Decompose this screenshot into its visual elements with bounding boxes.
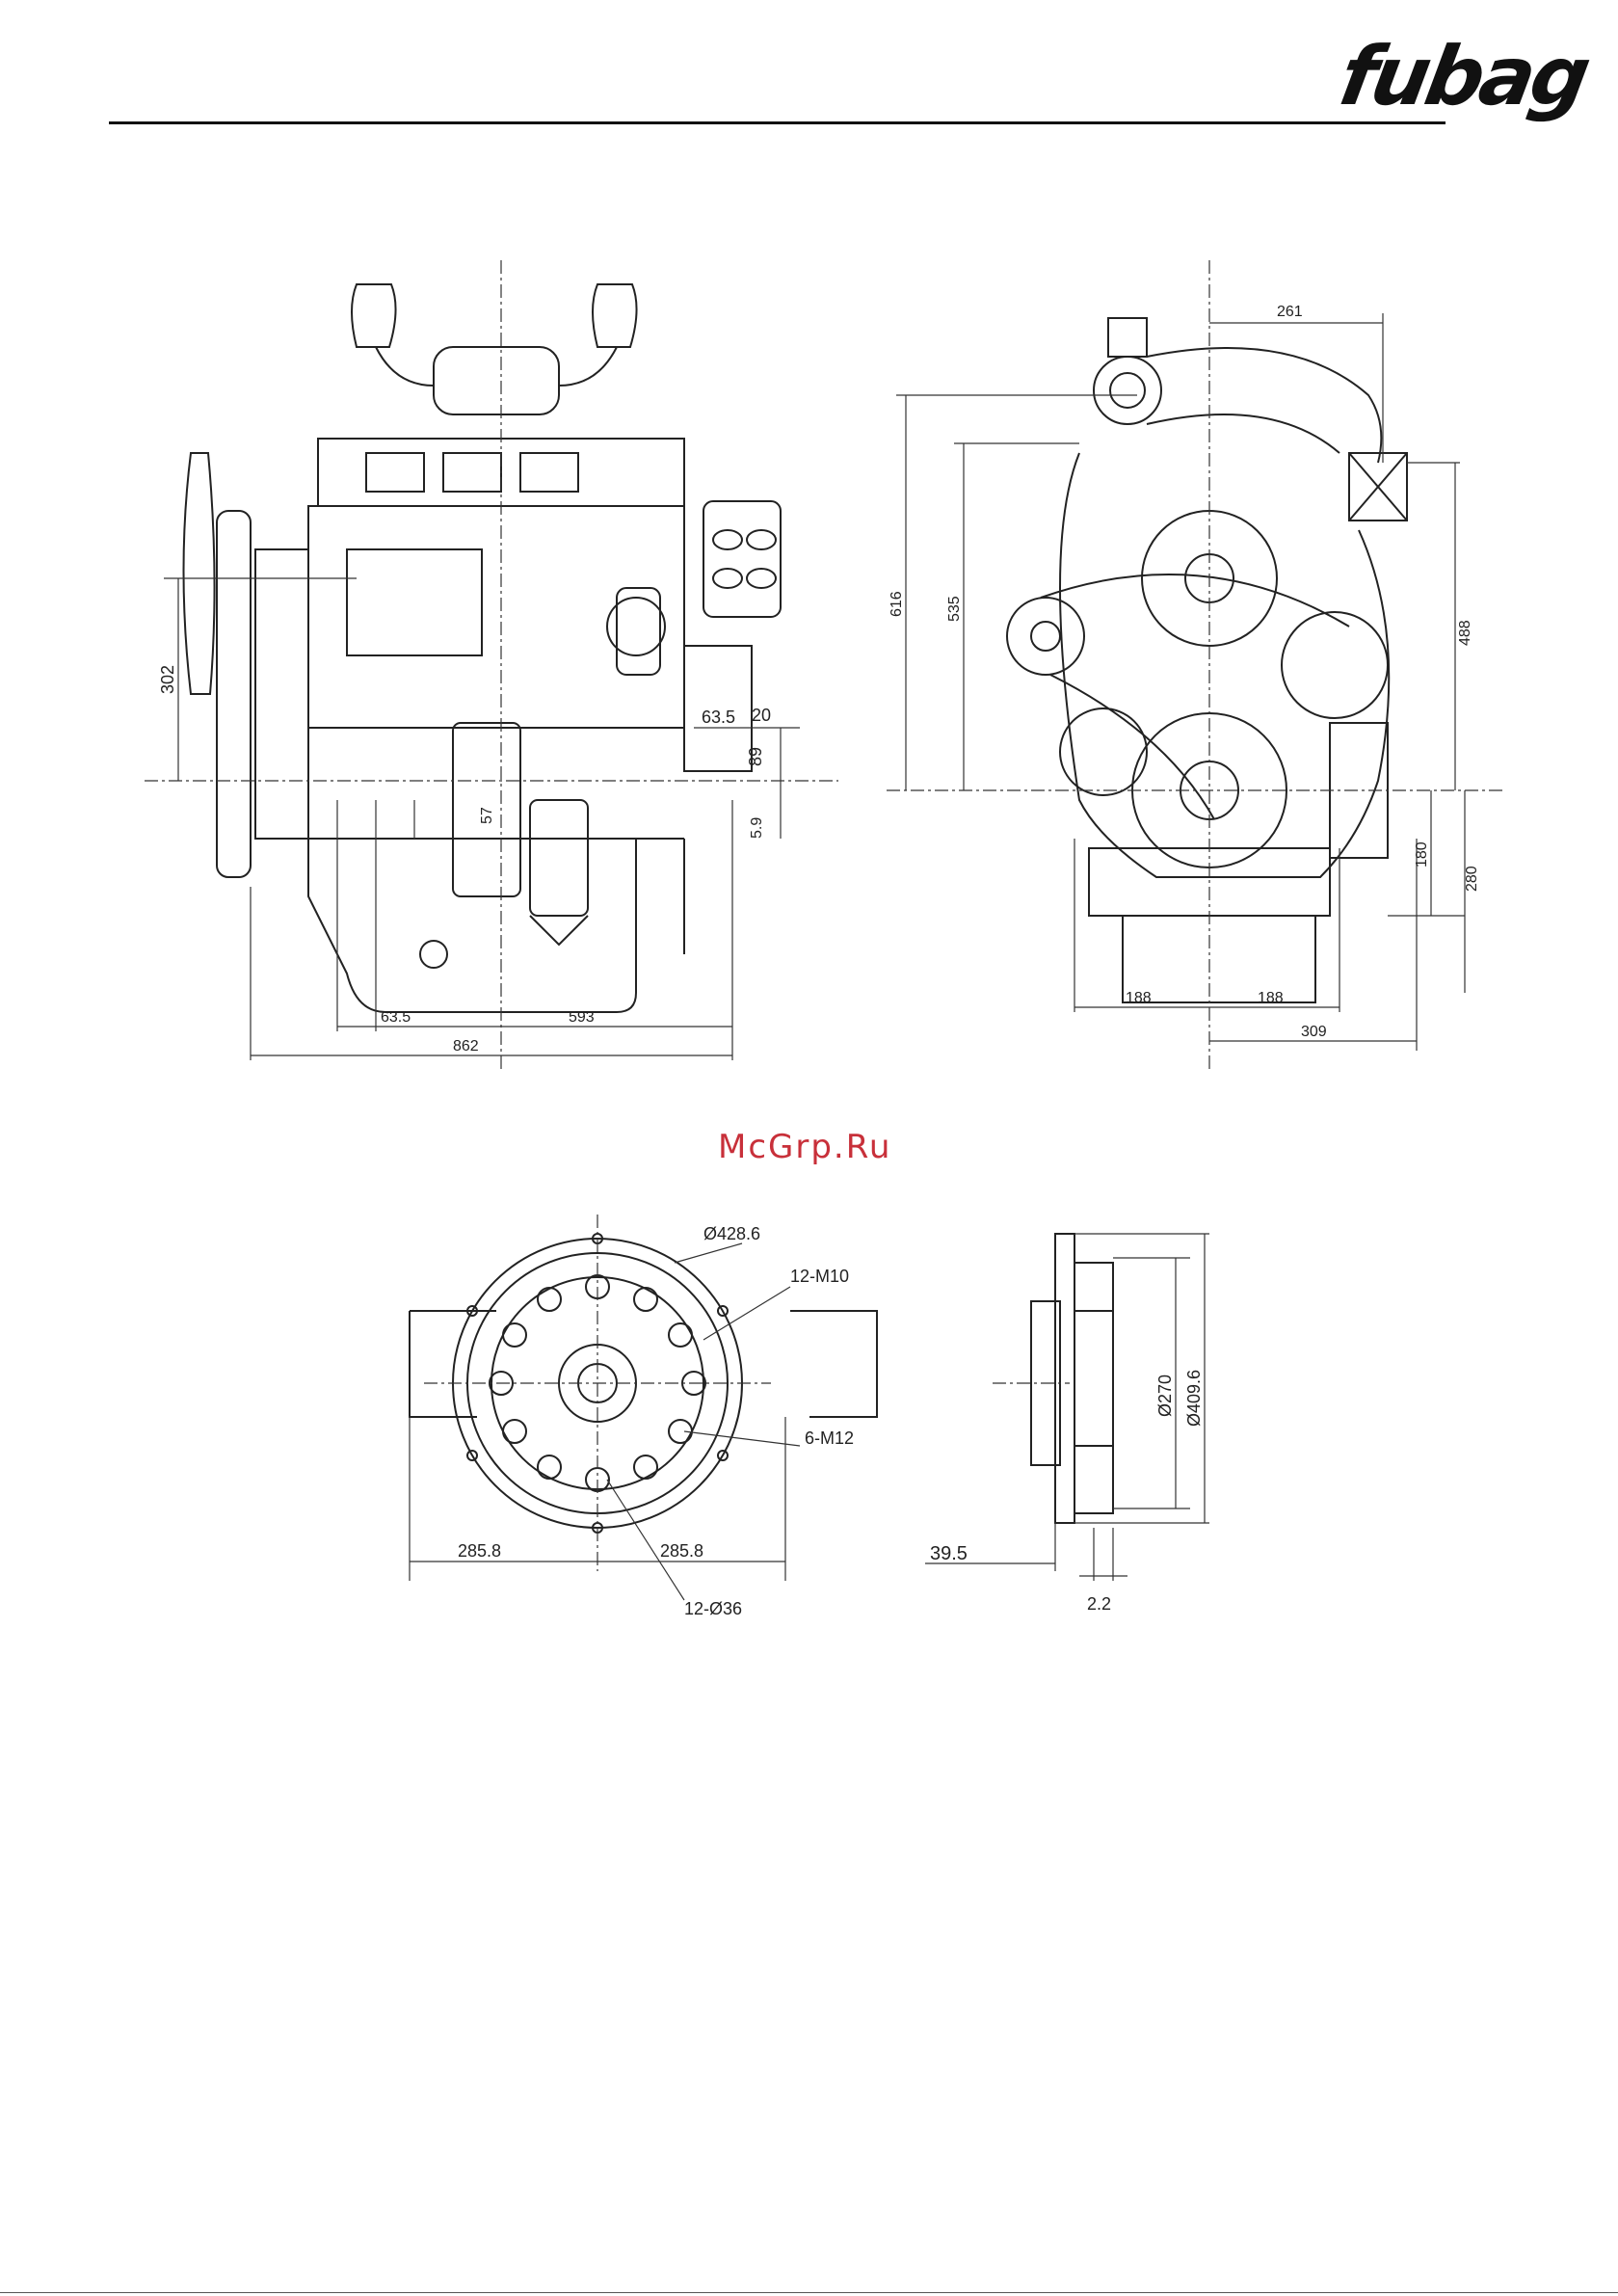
dim-309: 309 <box>1301 1024 1327 1040</box>
dim-488: 488 <box>1457 620 1473 646</box>
dim-63-5-upper: 63.5 <box>702 707 735 727</box>
header-rule <box>109 121 1446 124</box>
dim-280: 280 <box>1464 866 1480 892</box>
dim-616: 616 <box>889 591 905 617</box>
dim-285-8-left: 285.8 <box>458 1541 501 1561</box>
dim-diameter-409-6: Ø409.6 <box>1184 1370 1204 1427</box>
dim-12-diameter-36: 12-Ø36 <box>684 1599 742 1618</box>
flywheel-housing-drawing: Ø428.6 12-M10 6-M12 285.8 285.8 12-Ø36 <box>385 1205 887 1639</box>
dim-5-9: 5.9 <box>749 817 765 839</box>
flywheel-section-drawing: Ø270 Ø409.6 39.5 2.2 <box>915 1215 1243 1629</box>
dim-12-m10: 12-M10 <box>790 1267 849 1286</box>
dim-180: 180 <box>1414 841 1430 868</box>
brand-logo: fubag <box>1333 29 1594 123</box>
dim-862: 862 <box>453 1038 479 1055</box>
dim-diameter-428-6: Ø428.6 <box>703 1224 760 1243</box>
dim-302: 302 <box>158 665 177 694</box>
dim-6-m12: 6-M12 <box>805 1428 854 1448</box>
footer-rule <box>0 2292 1618 2293</box>
watermark-text: McGrp.Ru <box>718 1128 891 1166</box>
dim-285-8-right: 285.8 <box>660 1541 703 1561</box>
dim-diameter-270: Ø270 <box>1155 1375 1175 1417</box>
dim-188-right: 188 <box>1258 990 1284 1006</box>
dim-57: 57 <box>479 807 495 824</box>
dim-63-5-lower: 63.5 <box>381 1009 411 1026</box>
dim-89: 89 <box>746 747 765 766</box>
dim-188-left: 188 <box>1126 990 1152 1006</box>
dim-20: 20 <box>752 706 771 725</box>
dim-261: 261 <box>1277 304 1303 320</box>
engine-front-view-drawing: 302 63.5 20 89 5.9 57 63.5 593 862 <box>145 260 838 1070</box>
dim-593: 593 <box>569 1009 595 1026</box>
dim-535: 535 <box>946 596 963 622</box>
dim-39-5: 39.5 <box>930 1543 968 1564</box>
engine-side-view-drawing: 261 616 535 488 180 280 188 188 309 <box>887 260 1503 1070</box>
dim-2-2: 2.2 <box>1087 1594 1111 1614</box>
